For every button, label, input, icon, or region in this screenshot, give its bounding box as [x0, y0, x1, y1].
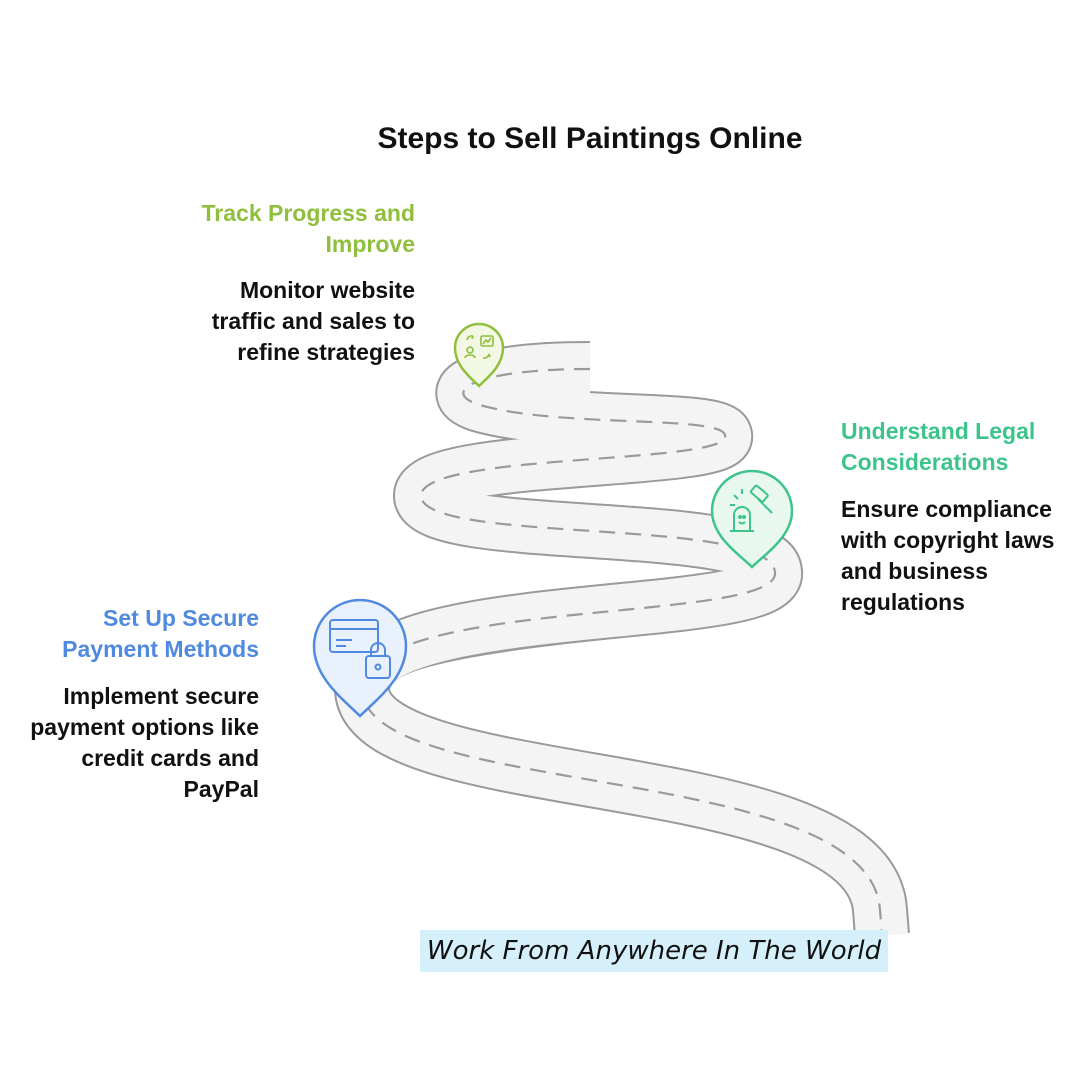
step-heading-legal: Understand Legal Considerations	[841, 416, 1076, 478]
description-line: with copyright laws	[841, 527, 1055, 553]
heading-line: Improve	[325, 231, 415, 257]
road-surface	[335, 343, 908, 938]
step-heading-payment: Set Up Secure Payment Methods	[10, 603, 259, 665]
description-line: Implement secure	[63, 683, 259, 709]
page-title: Steps to Sell Paintings Online	[377, 122, 803, 155]
analytics-icon	[464, 335, 494, 359]
description-line: and business	[841, 558, 988, 584]
footer-caption: Work From Anywhere In The World	[420, 930, 888, 972]
secure-card-icon	[329, 619, 391, 679]
description-line: Ensure compliance	[841, 496, 1052, 522]
step-description-payment: Implement secure payment options like cr…	[10, 681, 259, 805]
marker-pin	[710, 469, 794, 569]
description-line: regulations	[841, 589, 965, 615]
legal-marker	[710, 469, 794, 569]
description-line: payment options like	[30, 714, 259, 740]
heading-line: Track Progress and	[201, 200, 416, 226]
gavel-icon	[730, 484, 773, 532]
step-description-track-progress: Monitor website traffic and sales to ref…	[120, 275, 415, 368]
description-line: traffic and sales to	[211, 308, 415, 334]
payment-marker	[312, 598, 408, 718]
step-heading-track-progress: Track Progress and Improve	[120, 198, 416, 260]
description-line: Monitor website	[239, 277, 415, 303]
step-description-legal: Ensure compliance with copyright laws an…	[841, 494, 1076, 618]
description-line: refine strategies	[237, 339, 415, 365]
track-progress-marker	[453, 322, 505, 388]
lane-markings	[360, 367, 884, 936]
heading-line: Considerations	[841, 449, 1009, 475]
heading-line: Set Up Secure	[103, 605, 259, 631]
heading-line: Payment Methods	[62, 636, 259, 662]
heading-line: Understand Legal	[841, 418, 1036, 444]
description-line: PayPal	[183, 776, 259, 802]
description-line: credit cards and	[81, 745, 259, 771]
